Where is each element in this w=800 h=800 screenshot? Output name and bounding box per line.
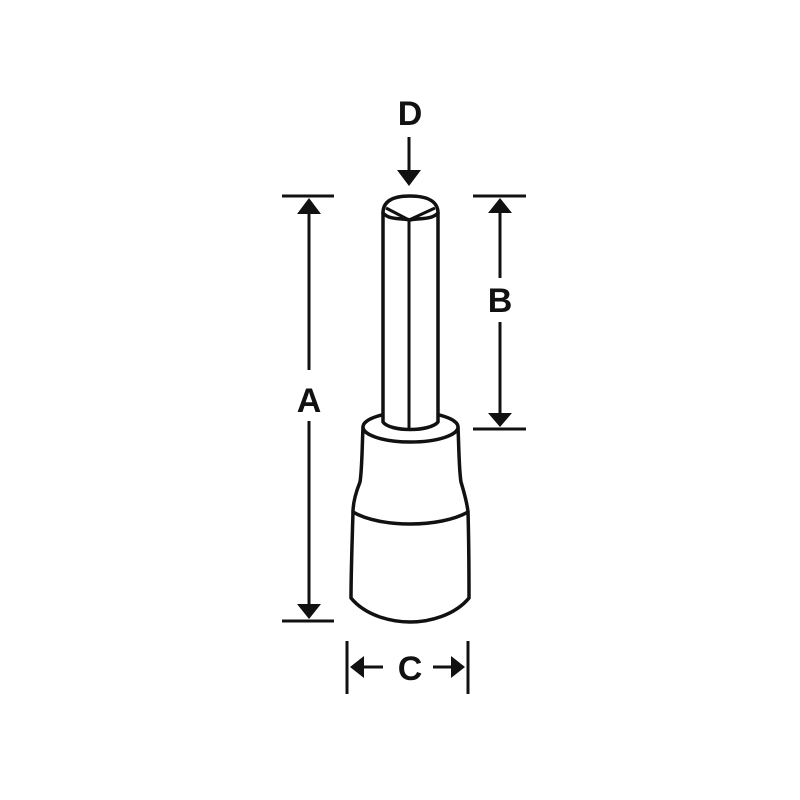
arrow-right-icon: [451, 656, 465, 678]
dimension-label-d: D: [398, 95, 423, 133]
dimension-label-b: B: [488, 282, 513, 320]
dimension-b: B: [473, 194, 526, 431]
arrow-down-icon: [488, 413, 512, 427]
arrow-up-icon: [297, 198, 321, 214]
socket-body: [349, 410, 471, 624]
dimension-a: A: [282, 194, 334, 623]
dimension-c: C: [345, 641, 470, 694]
dimension-label-a: A: [297, 382, 322, 420]
arrow-down-icon: [397, 170, 421, 186]
dimension-d: D: [397, 95, 422, 186]
arrow-up-icon: [488, 198, 512, 213]
arrow-left-icon: [350, 656, 364, 678]
hex-bit: [381, 194, 440, 432]
dimension-label-c: C: [398, 650, 423, 688]
arrow-down-icon: [297, 604, 321, 619]
